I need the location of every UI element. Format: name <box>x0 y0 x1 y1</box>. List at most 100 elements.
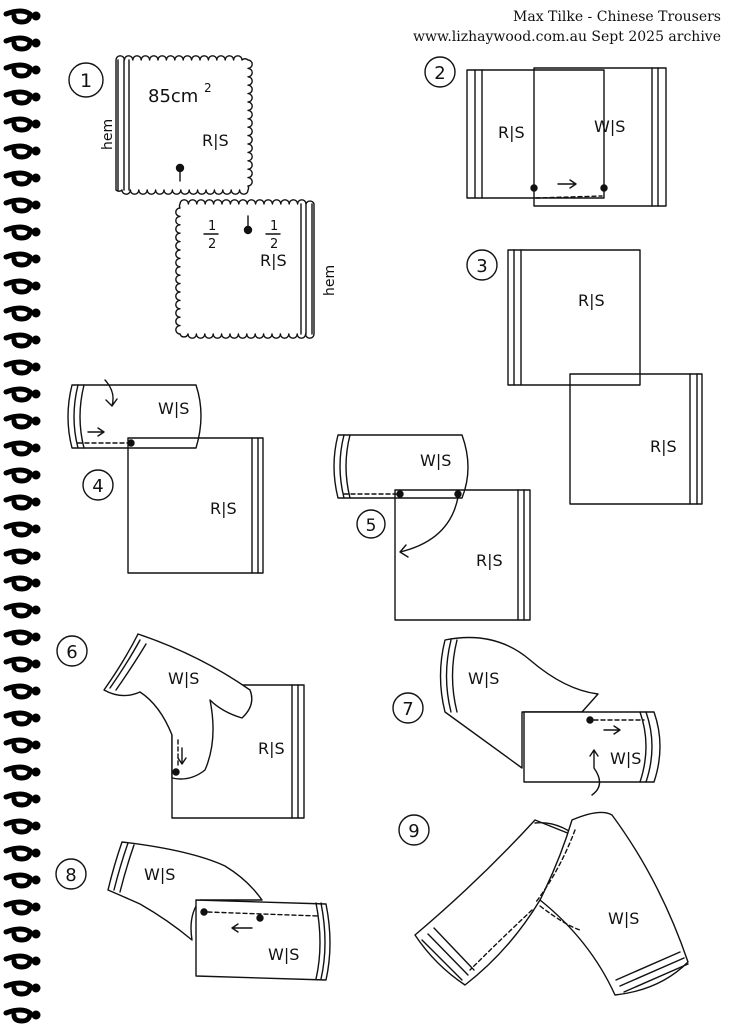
folded-panel-ws <box>67 384 202 449</box>
stitch-line <box>535 829 576 903</box>
panel-lower <box>175 199 315 339</box>
rs-label: R|S <box>202 131 229 150</box>
folded-leg-ws <box>107 841 263 941</box>
pin-mark <box>586 716 594 724</box>
half-label: 2 <box>270 237 278 252</box>
hem-fold <box>113 842 135 893</box>
binding-ring <box>3 602 33 619</box>
step-number-circle <box>424 56 456 88</box>
hem-fold <box>73 384 85 449</box>
binding-ring <box>3 224 33 241</box>
step-number: 3 <box>476 256 487 277</box>
binding-ring <box>3 278 33 295</box>
rs-label: R|S <box>498 123 525 142</box>
binding-ring <box>3 980 33 997</box>
binding-ring <box>3 494 33 511</box>
ws-label: W|S <box>610 749 641 768</box>
half-label: 1 <box>208 219 216 234</box>
direction-arrow <box>603 725 621 735</box>
step-8: 8 W|S W|S <box>55 841 331 981</box>
direction-arrow <box>231 923 253 933</box>
folded-leg-ws <box>103 633 253 780</box>
binding-ring <box>3 170 33 187</box>
step-number-circle <box>466 249 498 281</box>
binding-hole <box>31 281 41 291</box>
binding-ring <box>3 548 33 565</box>
binding-ring <box>3 305 33 322</box>
binding-ring <box>3 251 33 268</box>
binding-hole <box>31 227 41 237</box>
panel-rs <box>394 489 531 621</box>
binding-ring <box>3 683 33 700</box>
trouser-leg-right <box>539 811 689 996</box>
stitch-line <box>535 195 603 199</box>
binding-hole <box>31 92 41 102</box>
spiral-binding <box>3 8 41 1024</box>
binding-hole <box>31 794 41 804</box>
pin-mark <box>256 914 264 922</box>
binding-ring <box>3 440 33 457</box>
hem-fold <box>615 951 689 993</box>
binding-hole <box>31 146 41 156</box>
binding-hole <box>31 686 41 696</box>
binding-ring <box>3 35 33 52</box>
binding-ring <box>3 872 33 889</box>
step-6: 6 R|S W|S <box>56 633 305 819</box>
pin-mark <box>127 439 135 447</box>
rs-label: R|S <box>260 251 287 270</box>
rs-label: R|S <box>650 437 677 456</box>
binding-hole <box>31 38 41 48</box>
binding-hole <box>31 983 41 993</box>
binding-ring <box>3 116 33 133</box>
ws-label: W|S <box>594 117 625 136</box>
step-number: 2 <box>434 63 445 84</box>
binding-hole <box>31 119 41 129</box>
binding-ring <box>3 737 33 754</box>
folded-panel-ws <box>333 434 469 499</box>
step-number-circle <box>68 62 104 98</box>
binding-ring <box>3 575 33 592</box>
binding-ring <box>3 629 33 646</box>
binding-hole <box>31 659 41 669</box>
rotate-arrow <box>399 496 459 558</box>
step-number-circle <box>55 858 87 890</box>
ws-label: W|S <box>420 451 451 470</box>
rs-label: R|S <box>258 739 285 758</box>
binding-hole <box>31 605 41 615</box>
binding-hole <box>31 578 41 588</box>
panel-upper <box>115 55 253 195</box>
binding-hole <box>31 200 41 210</box>
binding-hole <box>31 551 41 561</box>
binding-ring <box>3 467 33 484</box>
binding-hole <box>31 1010 41 1020</box>
panel-rs <box>127 437 264 574</box>
binding-hole <box>31 362 41 372</box>
panel-ws <box>523 711 661 783</box>
binding-hole <box>31 821 41 831</box>
binding-ring <box>3 332 33 349</box>
half-label: 1 <box>270 219 278 234</box>
binding-hole <box>31 470 41 480</box>
step-9: 9 W|S <box>398 811 689 996</box>
hem-fold <box>109 639 147 691</box>
binding-ring <box>3 521 33 538</box>
step-number-circle <box>398 814 430 846</box>
turn-arrow <box>589 749 601 796</box>
binding-hole <box>31 65 41 75</box>
panel-ws <box>195 899 331 981</box>
binding-ring <box>3 656 33 673</box>
binding-hole <box>31 902 41 912</box>
binding-hole <box>31 632 41 642</box>
step-number: 6 <box>66 642 77 663</box>
binding-ring <box>3 62 33 79</box>
binding-ring <box>3 791 33 808</box>
fold-arrow <box>104 379 118 407</box>
hem-label: hem <box>322 265 338 296</box>
pin-mark <box>454 490 462 498</box>
binding-ring <box>3 89 33 106</box>
step-number-circle <box>356 509 386 539</box>
step-number-circle <box>56 635 88 667</box>
step-3: 3 R|S R|S <box>466 249 703 505</box>
panel-rs <box>569 373 703 505</box>
